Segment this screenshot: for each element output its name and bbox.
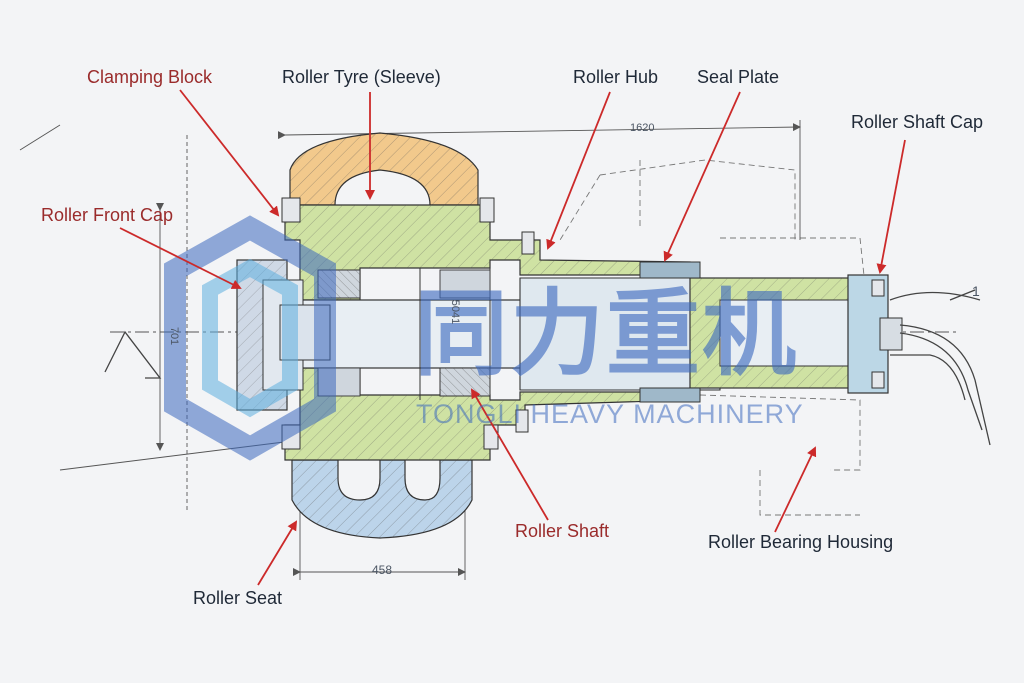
label-roller-seat: Roller Seat (193, 588, 283, 608)
dimension-height: 701 (168, 326, 181, 346)
bolts (281, 197, 885, 450)
arrow-roller-front-cap (119, 227, 242, 289)
label-roller-bearing-housing: Roller Bearing Housing (708, 532, 894, 552)
watermark-chinese: 同力重机 (414, 280, 799, 389)
roller-seat-part (291, 459, 473, 539)
roller-shaft-part (299, 268, 721, 400)
leader-arrows (119, 89, 906, 586)
part-number: 1 (972, 283, 980, 299)
label-roller-hub: Roller Hub (573, 67, 659, 87)
arrow-roller-shaft-cap (876, 139, 906, 274)
roller-tyre-part (289, 132, 479, 206)
label-clamping-block: Clamping Block (87, 67, 213, 87)
view-arrow-icon (104, 330, 162, 379)
arrow-roller-bearing-housing (774, 446, 817, 533)
sensor-cables (889, 289, 991, 446)
label-roller-shaft-cap: Roller Shaft Cap (851, 112, 984, 132)
label-roller-front-cap: Roller Front Cap (41, 205, 174, 225)
seal-plate-part (639, 261, 701, 403)
label-roller-shaft: Roller Shaft (515, 521, 610, 541)
dimension-overall-length: 1620 (630, 122, 655, 134)
hexagon-logo-icon (164, 215, 336, 461)
arrow-roller-shaft (470, 388, 549, 521)
dimension-seat-width: 458 (372, 563, 393, 577)
arrow-roller-seat (257, 520, 298, 586)
dimension-bore: 5041 (449, 299, 462, 325)
arrow-seal-plate (663, 91, 741, 262)
background-sketch (559, 159, 866, 516)
arrow-clamping-block (179, 89, 280, 217)
label-roller-tyre: Roller Tyre (Sleeve) (282, 67, 441, 87)
arrow-roller-hub (546, 91, 611, 250)
bearing-rollers (317, 269, 491, 397)
roller-hub-part (284, 204, 691, 461)
label-seal-plate: Seal Plate (697, 67, 780, 87)
watermark-english: TONGLI HEAVY MACHINERY (416, 399, 804, 429)
